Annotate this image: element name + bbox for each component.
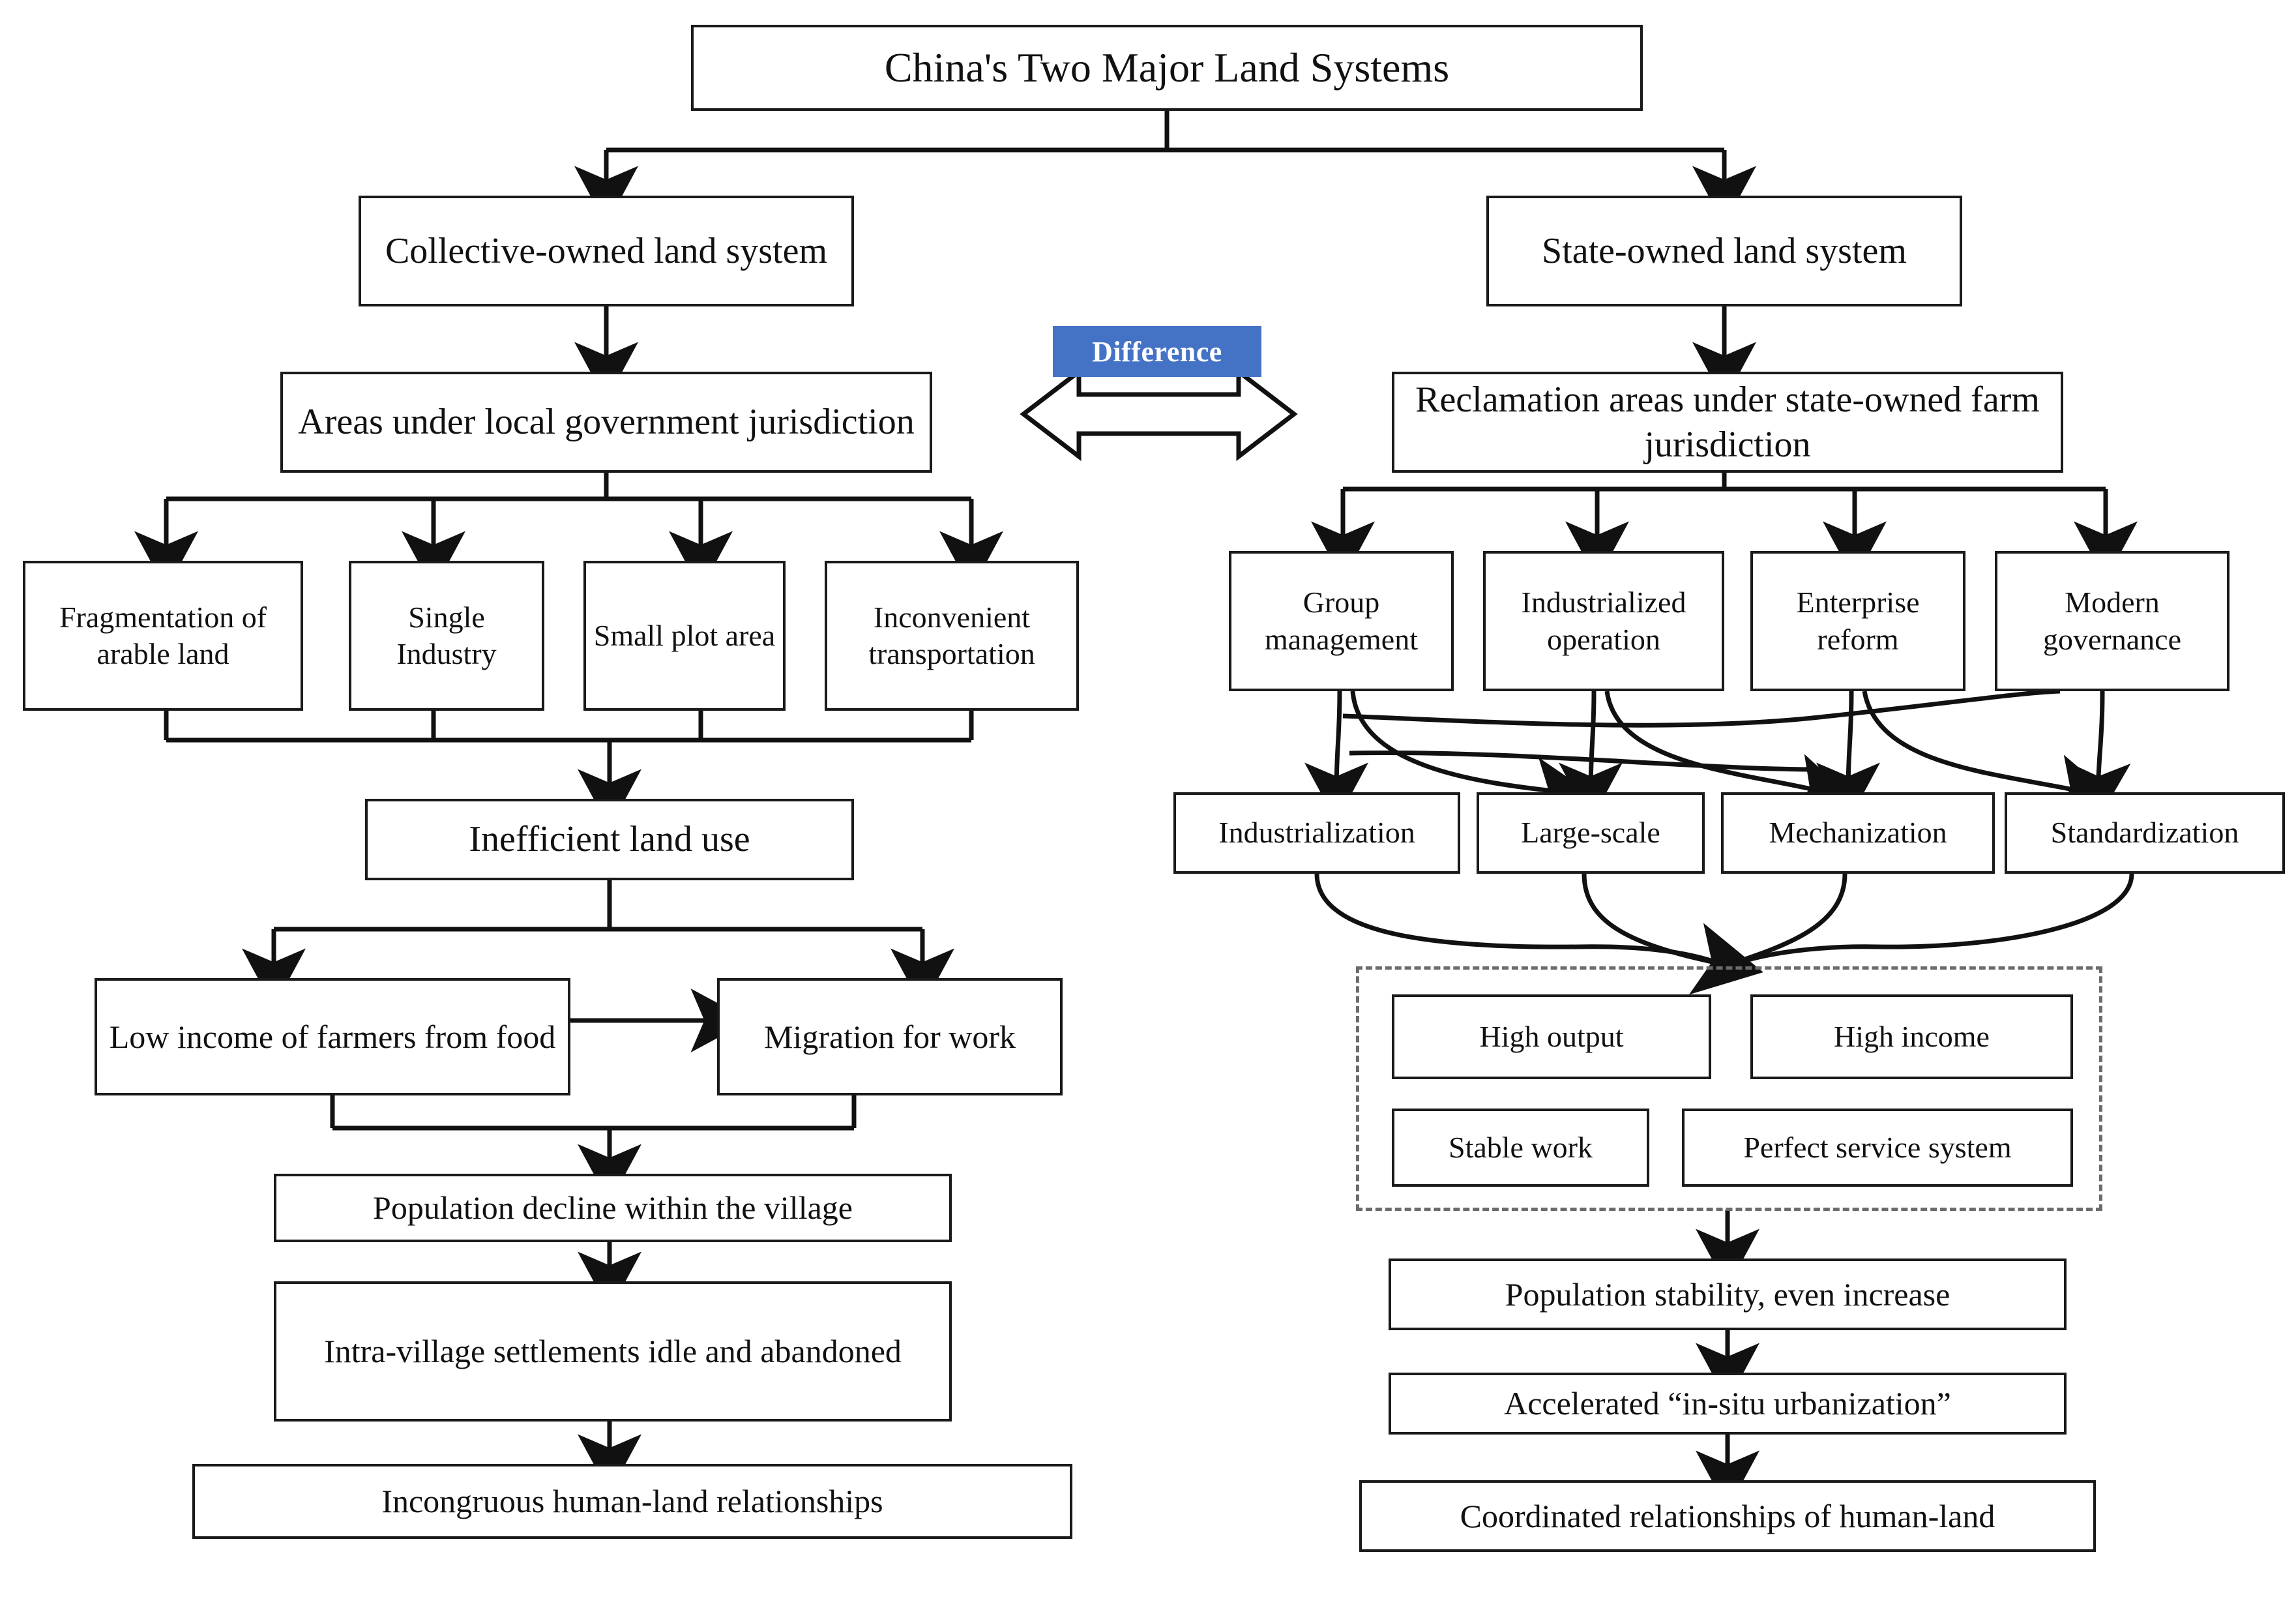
difference-badge: Difference (1053, 326, 1261, 377)
node-high-income: High income (1750, 994, 2073, 1079)
node-right-result-3: Mechanization (1721, 792, 1995, 874)
node-title: China's Two Major Land Systems (691, 25, 1643, 111)
node-right-measure-4: Modern governance (1995, 551, 2230, 691)
benefits-group-dashed-container (1356, 966, 2102, 1211)
node-state-farm-jurisdiction: Reclamation areas under state-owned farm… (1392, 372, 2063, 473)
node-left-factor-2: Single Industry (349, 561, 544, 711)
node-right-result-2: Large-scale (1477, 792, 1705, 874)
node-collective-owned-land-system: Collective-owned land system (359, 196, 854, 306)
title-text: China's Two Major Land Systems (884, 44, 1450, 91)
node-in-situ-urbanization: Accelerated “in-situ urbanization” (1389, 1373, 2067, 1435)
node-right-measure-1: Group management (1229, 551, 1454, 691)
node-right-measure-3: Enterprise reform (1750, 551, 1965, 691)
node-right-result-1: Industrialization (1173, 792, 1460, 874)
difference-label: Difference (1092, 335, 1222, 368)
node-coordinated-human-land: Coordinated relationships of human-land (1359, 1480, 2096, 1552)
node-settlements-idle-abandoned: Intra-village settlements idle and aband… (274, 1281, 952, 1422)
node-left-factor-3: Small plot area (583, 561, 786, 711)
node-stable-work: Stable work (1392, 1109, 1649, 1187)
node-left-factor-1: Fragmentation of arable land (23, 561, 303, 711)
node-population-decline: Population decline within the village (274, 1174, 952, 1242)
node-high-output: High output (1392, 994, 1711, 1079)
node-right-result-4: Standardization (2005, 792, 2285, 874)
node-right-measure-2: Industrialized operation (1483, 551, 1724, 691)
node-migration-for-work: Migration for work (717, 978, 1063, 1095)
node-local-government-jurisdiction: Areas under local government jurisdictio… (280, 372, 932, 473)
node-inefficient-land-use: Inefficient land use (365, 799, 854, 880)
node-state-owned-land-system: State-owned land system (1486, 196, 1962, 306)
node-perfect-service-system: Perfect service system (1682, 1109, 2073, 1187)
node-left-factor-4: Inconvenient transportation (825, 561, 1079, 711)
node-low-income-of-farmers: Low income of farmers from food (95, 978, 570, 1095)
node-population-stability: Population stability, even increase (1389, 1258, 2067, 1330)
difference-double-arrow (1020, 366, 1298, 462)
node-incongruous-human-land: Incongruous human-land relationships (192, 1464, 1072, 1539)
